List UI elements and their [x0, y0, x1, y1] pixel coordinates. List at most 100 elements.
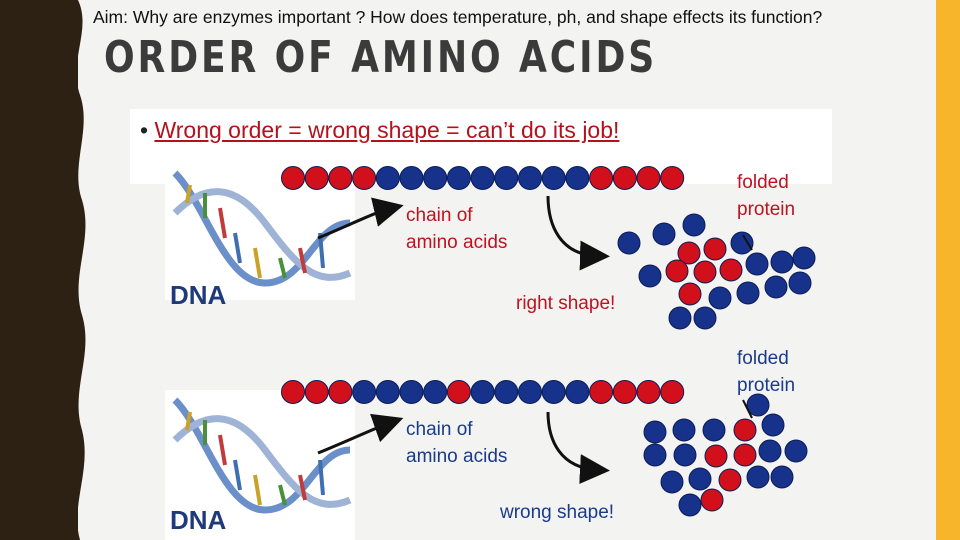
blue-amino-acid-bead: [643, 443, 667, 467]
blue-amino-acid-bead: [746, 465, 770, 489]
blue-amino-acid-bead: [693, 306, 717, 330]
red-amino-acid-bead: [352, 166, 377, 190]
blue-amino-acid-bead: [788, 271, 812, 295]
blue-amino-acid-bead: [770, 250, 794, 274]
red-amino-acid-bead: [704, 444, 728, 468]
blue-amino-acid-bead: [423, 166, 448, 190]
blue-amino-acid-bead: [375, 166, 400, 190]
red-amino-acid-bead: [636, 380, 661, 404]
right-accent-bar: [936, 0, 960, 540]
blue-amino-acid-bead: [784, 439, 808, 463]
blue-amino-acid-bead: [617, 231, 641, 255]
dna-label-bottom: DNA: [170, 505, 227, 535]
red-amino-acid-bead: [660, 380, 685, 404]
blue-amino-acid-bead: [745, 252, 769, 276]
blue-amino-acid-bead: [682, 213, 706, 237]
red-amino-acid-bead: [281, 380, 305, 404]
blue-amino-acid-bead: [702, 418, 726, 442]
blue-amino-acid-bead: [792, 246, 816, 270]
red-amino-acid-bead: [719, 258, 743, 282]
blue-amino-acid-bead: [708, 286, 732, 310]
blue-amino-acid-bead: [652, 222, 676, 246]
chain-label-bottom-2: amino acids: [406, 446, 508, 467]
blue-amino-acid-bead: [494, 380, 519, 404]
folded-protein-top: [617, 213, 816, 330]
blue-amino-acid-bead: [678, 493, 702, 517]
blue-amino-acid-bead: [518, 166, 542, 190]
dna-helix-icon: [172, 170, 352, 287]
right-shape-label: right shape!: [516, 293, 616, 314]
blue-amino-acid-bead: [730, 231, 754, 255]
red-amino-acid-bead: [703, 237, 727, 261]
blue-amino-acid-bead: [470, 166, 495, 190]
amino-acid-chain-bottom: [281, 380, 685, 404]
blue-amino-acid-bead: [746, 393, 770, 417]
dna-image-top: [165, 163, 355, 300]
blue-amino-acid-bead: [399, 380, 424, 404]
dna-image-bottom: [165, 390, 355, 540]
blue-amino-acid-bead: [672, 418, 696, 442]
red-amino-acid-bead: [612, 380, 637, 404]
pointer-folded-bottom: [742, 399, 753, 419]
left-bar-torn-edge: [0, 0, 86, 540]
folded-label-top-2: protein: [737, 199, 796, 220]
blue-amino-acid-bead: [470, 380, 495, 404]
blue-amino-acid-bead: [541, 380, 566, 404]
folded-protein-bottom: [643, 393, 808, 517]
blue-amino-acid-bead: [761, 413, 785, 437]
bullet-text: Wrong order = wrong shape = can’t do its…: [154, 117, 620, 143]
dna-label-top: DNA: [170, 280, 227, 310]
arrow-dna-to-chain-top: [317, 197, 404, 240]
blue-amino-acid-bead: [494, 166, 519, 190]
dna-helix-icon: [172, 397, 352, 514]
chain-label-top-1: chain of: [406, 205, 473, 226]
folded-label-bottom-2: protein: [737, 375, 796, 396]
blue-amino-acid-bead: [565, 166, 590, 190]
arrow-dna-to-chain-bottom: [317, 413, 404, 455]
arrow-chain-to-fold-top: [546, 195, 610, 271]
red-amino-acid-bead: [304, 166, 329, 190]
aim-text: Aim: Why are enzymes important ? How doe…: [93, 7, 823, 27]
red-amino-acid-bead: [328, 166, 353, 190]
blue-amino-acid-bead: [660, 470, 684, 494]
folded-label-top-1: folded: [737, 172, 789, 193]
blue-amino-acid-bead: [668, 306, 692, 330]
blue-amino-acid-bead: [375, 380, 400, 404]
blue-amino-acid-bead: [446, 166, 471, 190]
blue-amino-acid-bead: [764, 275, 788, 299]
pointer-folded-top: [742, 234, 753, 251]
red-amino-acid-bead: [718, 468, 742, 492]
blue-amino-acid-bead: [643, 420, 667, 444]
blue-amino-acid-bead: [770, 465, 794, 489]
red-amino-acid-bead: [589, 380, 614, 404]
red-amino-acid-bead: [660, 166, 685, 190]
red-amino-acid-bead: [665, 259, 689, 283]
red-amino-acid-bead: [693, 260, 717, 284]
red-amino-acid-bead: [677, 241, 701, 265]
blue-amino-acid-bead: [423, 380, 448, 404]
arrow-chain-to-fold-bottom: [546, 411, 610, 485]
red-amino-acid-bead: [636, 166, 661, 190]
wrong-shape-label: wrong shape!: [500, 502, 615, 523]
red-amino-acid-bead: [328, 380, 353, 404]
blue-amino-acid-bead: [541, 166, 566, 190]
red-amino-acid-bead: [678, 282, 702, 306]
red-amino-acid-bead: [446, 380, 471, 404]
bullet-marker: •: [140, 117, 149, 143]
blue-amino-acid-bead: [638, 264, 662, 288]
red-amino-acid-bead: [700, 488, 724, 512]
red-amino-acid-bead: [281, 166, 305, 190]
red-amino-acid-bead: [589, 166, 614, 190]
bullet-line: • Wrong order = wrong shape = can’t do i…: [140, 117, 619, 144]
blue-amino-acid-bead: [399, 166, 424, 190]
red-amino-acid-bead: [733, 418, 757, 442]
blue-amino-acid-bead: [688, 467, 712, 491]
blue-amino-acid-bead: [352, 380, 377, 404]
chain-label-bottom-1: chain of: [406, 419, 473, 440]
slide-title: ORDER OF AMINO ACIDS: [104, 32, 658, 83]
blue-amino-acid-bead: [758, 439, 782, 463]
blue-amino-acid-bead: [518, 380, 542, 404]
blue-amino-acid-bead: [565, 380, 590, 404]
blue-amino-acid-bead: [736, 281, 760, 305]
